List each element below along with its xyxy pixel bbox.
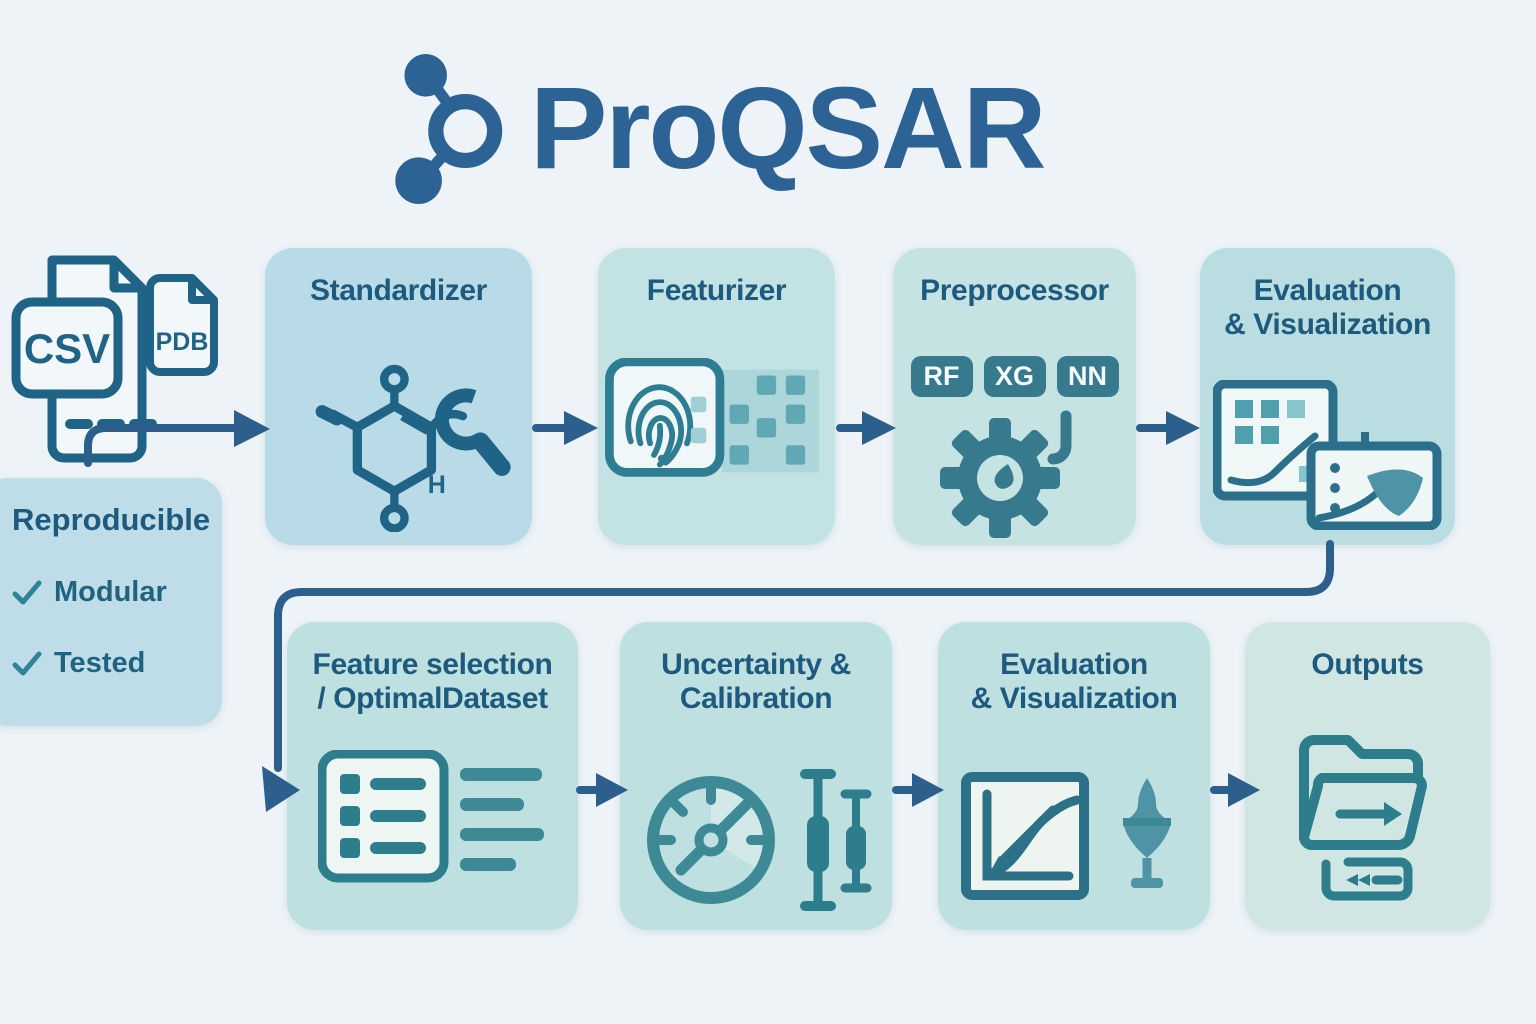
node-feature-selection: Feature selection/ OptimalDataset <box>287 622 578 930</box>
csv-file-label: CSV <box>24 325 110 372</box>
arrowhead <box>862 411 896 445</box>
svg-text:H: H <box>427 471 445 499</box>
quality-item-modular: Modular <box>12 576 222 609</box>
check-icon <box>12 651 42 675</box>
chart-panels-icon <box>1212 380 1441 530</box>
node-uncertainty: Uncertainty &Calibration <box>620 622 892 930</box>
badge-nn: NN <box>1056 356 1119 397</box>
input-files-icon: CSV PDB <box>11 255 218 463</box>
node-title: Preprocessor <box>920 274 1109 307</box>
quality-label: Modular <box>54 576 167 608</box>
badge-rf: RF <box>910 356 973 397</box>
node-title: Featurizer <box>646 274 787 307</box>
node-preprocessor: Preprocessor RF XG NN <box>893 248 1136 545</box>
node-title: Evaluation& Visualization <box>970 648 1178 716</box>
model-badges: RF XG NN <box>893 356 1136 397</box>
quality-label: Tested <box>54 647 146 679</box>
fingerprint-matrix-icon <box>604 358 819 477</box>
node-title: Standardizer <box>310 274 487 307</box>
checklist-icon <box>317 750 544 883</box>
fingerprint-glyph <box>624 384 693 468</box>
panel-heading: Reproducible <box>12 502 211 537</box>
diagram-header: ProQSAR <box>392 52 1047 204</box>
gear-icon <box>939 418 1060 538</box>
quality-item-tested: Tested <box>12 647 222 680</box>
checklist-rows <box>339 774 426 858</box>
node-title: Evaluation& Visualization <box>1224 274 1431 342</box>
pdb-file-label: PDB <box>156 328 209 356</box>
molecule-wrench-icon: H <box>315 364 511 532</box>
violin-plot <box>1123 778 1171 888</box>
folder-export-icon <box>1298 735 1427 901</box>
molecule-logo-icon <box>395 54 503 204</box>
bit-matrix <box>729 375 805 465</box>
error-bars <box>800 769 872 911</box>
node-title: Feature selection/ OptimalDataset <box>312 648 553 716</box>
roc-violin-icon <box>961 772 1171 900</box>
node-title: Uncertainty &Calibration <box>661 648 851 716</box>
node-featurizer: Featurizer <box>598 248 835 545</box>
check-icon <box>12 580 42 604</box>
node-evaluation-top: Evaluation& Visualization <box>1200 248 1455 545</box>
node-evaluation-bottom: Evaluation& Visualization <box>938 622 1210 930</box>
gear-hook-icon <box>939 410 1071 538</box>
text-bars <box>459 768 544 871</box>
node-title: Outputs <box>1311 648 1424 681</box>
node-standardizer: Standardizer H <box>265 248 532 545</box>
reproducible-panel: Reproducible Modular Tested <box>0 478 222 726</box>
heatmap-squares <box>1234 400 1315 482</box>
gauge-errorbars-icon <box>647 769 872 911</box>
badge-xg: XG <box>983 356 1046 397</box>
gauge-ticks <box>650 779 772 845</box>
diagram-title: ProQSAR <box>530 63 1047 193</box>
arrowhead <box>1166 411 1200 445</box>
scatter-dots <box>1329 463 1340 513</box>
node-outputs: Outputs <box>1245 622 1490 930</box>
arrowhead <box>564 411 598 445</box>
